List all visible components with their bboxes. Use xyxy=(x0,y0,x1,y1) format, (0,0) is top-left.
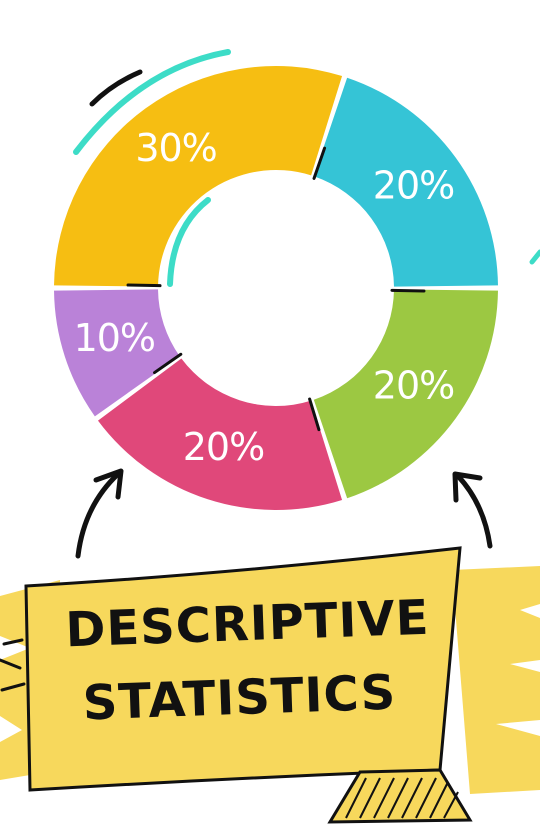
slice-divider-3 xyxy=(308,397,321,432)
slice-divider-1 xyxy=(312,146,327,180)
banner-title-line1: DESCRIPTIVE xyxy=(65,590,431,659)
ink-dash-outer xyxy=(89,69,143,107)
slice-label-0: 30% xyxy=(135,126,216,170)
slice-divider-4 xyxy=(153,352,183,375)
donut-slice-3 xyxy=(97,358,343,511)
fold-hatching xyxy=(345,777,459,819)
banner-title-line2: STATISTICS xyxy=(82,665,397,732)
donut-chart: 30% 20% 20% 20% 10% xyxy=(54,65,498,511)
brush-stroke-right xyxy=(452,566,540,794)
highlight-arc-outer xyxy=(73,49,231,155)
ribbon-scribble-left xyxy=(0,638,26,692)
slice-label-4: 10% xyxy=(74,316,155,360)
donut-slice-2 xyxy=(313,289,498,499)
right-arrow-icon xyxy=(452,471,493,549)
slice-divider-0 xyxy=(126,283,162,288)
highlight-dash-right xyxy=(529,249,540,265)
slice-divider-2 xyxy=(390,288,426,293)
donut-slice-4 xyxy=(54,289,180,417)
donut-slice-0 xyxy=(54,65,343,287)
left-arrow-icon xyxy=(75,468,124,559)
title-banner: DESCRIPTIVE STATISTICS xyxy=(0,546,540,824)
slice-label-2: 20% xyxy=(373,363,454,407)
highlight-arc-inner xyxy=(167,197,211,287)
slice-label-1: 20% xyxy=(373,164,454,208)
donut-slice-1 xyxy=(313,77,498,287)
slice-label-3: 20% xyxy=(183,425,264,469)
